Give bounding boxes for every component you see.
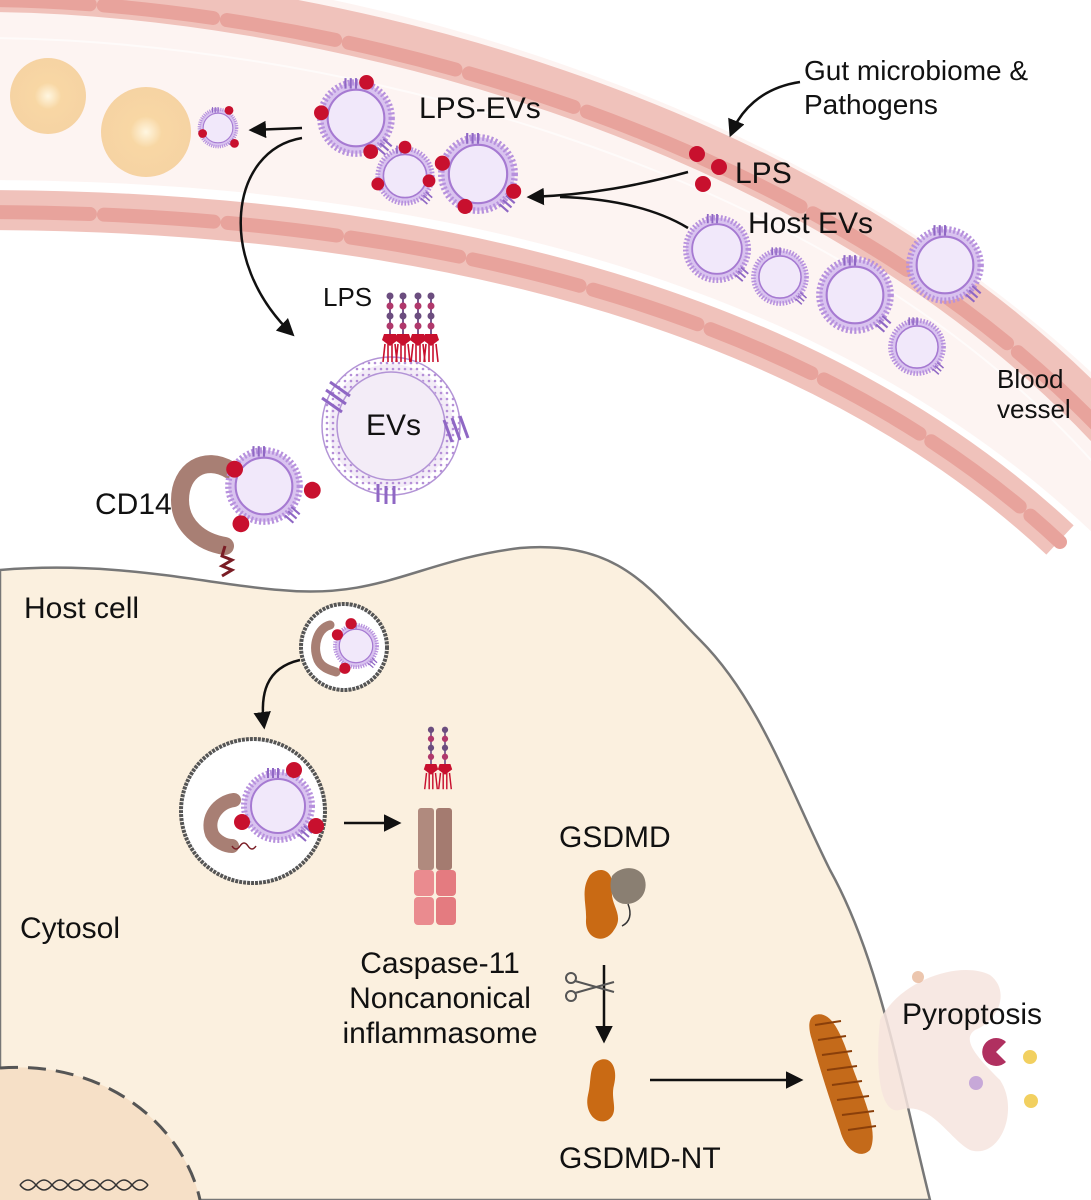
nucleus [0, 1065, 202, 1200]
gsdmd-pore [809, 1014, 877, 1154]
extracellular-vesicle [314, 75, 392, 159]
gut-source-line-2: Pathogens [804, 89, 938, 120]
lps-ev-label: LPS [323, 282, 373, 312]
extracellular-vesicle [371, 140, 436, 204]
extracellular-vesicle [226, 446, 321, 533]
blood-cell [10, 58, 86, 134]
pyroptotic-cell [878, 970, 1038, 1152]
scissors-icon [565, 972, 615, 1002]
cell-arrows [253, 658, 804, 1089]
endosome [179, 737, 327, 885]
lps-ev-large [321, 291, 470, 504]
caspase-line-3: inflammasome [342, 1017, 538, 1050]
cd14-label: CD14 [95, 488, 172, 521]
gut-source-label: Gut microbiome & Pathogens [804, 54, 1028, 122]
gsdmd-nt-label: GSDMD-NT [559, 1142, 721, 1175]
caspase-label: Caspase-11 Noncanonical inflammasome [318, 946, 562, 1051]
gsdmd-nt-protein [587, 1059, 616, 1122]
caspase-line-2: Noncanonical [349, 982, 531, 1015]
extracellular-vesicle [197, 105, 239, 149]
lps-vessel-label: LPS [735, 157, 792, 190]
dna-icon [19, 1179, 149, 1191]
lps-molecule [689, 146, 727, 192]
endosome [299, 602, 389, 692]
blood-vessel-line-1: Blood [997, 364, 1064, 394]
extracellular-vesicle [909, 225, 980, 302]
blood-vessel-line-2: vessel [997, 394, 1071, 424]
host-cell [0, 545, 932, 1200]
gut-source-line-1: Gut microbiome & [804, 55, 1029, 86]
blood-vessel [0, 0, 1091, 555]
cytosol-label: Cytosol [20, 912, 121, 945]
extracellular-vesicle [434, 133, 522, 214]
cd14-receptor [170, 455, 239, 578]
blood-cell [101, 87, 191, 177]
flow-arrows [239, 80, 801, 337]
evs-label: EVs [366, 409, 422, 442]
host-cell-label: Host cell [24, 592, 140, 625]
lps-evs-label: LPS-EVs [419, 92, 541, 125]
blood-vessel-label: Blood vessel [997, 364, 1071, 424]
gsdmd-label: GSDMD [559, 821, 671, 854]
pyroptosis-label: Pyroptosis [902, 998, 1043, 1031]
caspase-line-1: Caspase-11 [360, 947, 520, 980]
caspase-11-complex [414, 725, 456, 925]
host-evs-label: Host EVs [748, 207, 874, 240]
gsdmd-protein [584, 868, 646, 939]
